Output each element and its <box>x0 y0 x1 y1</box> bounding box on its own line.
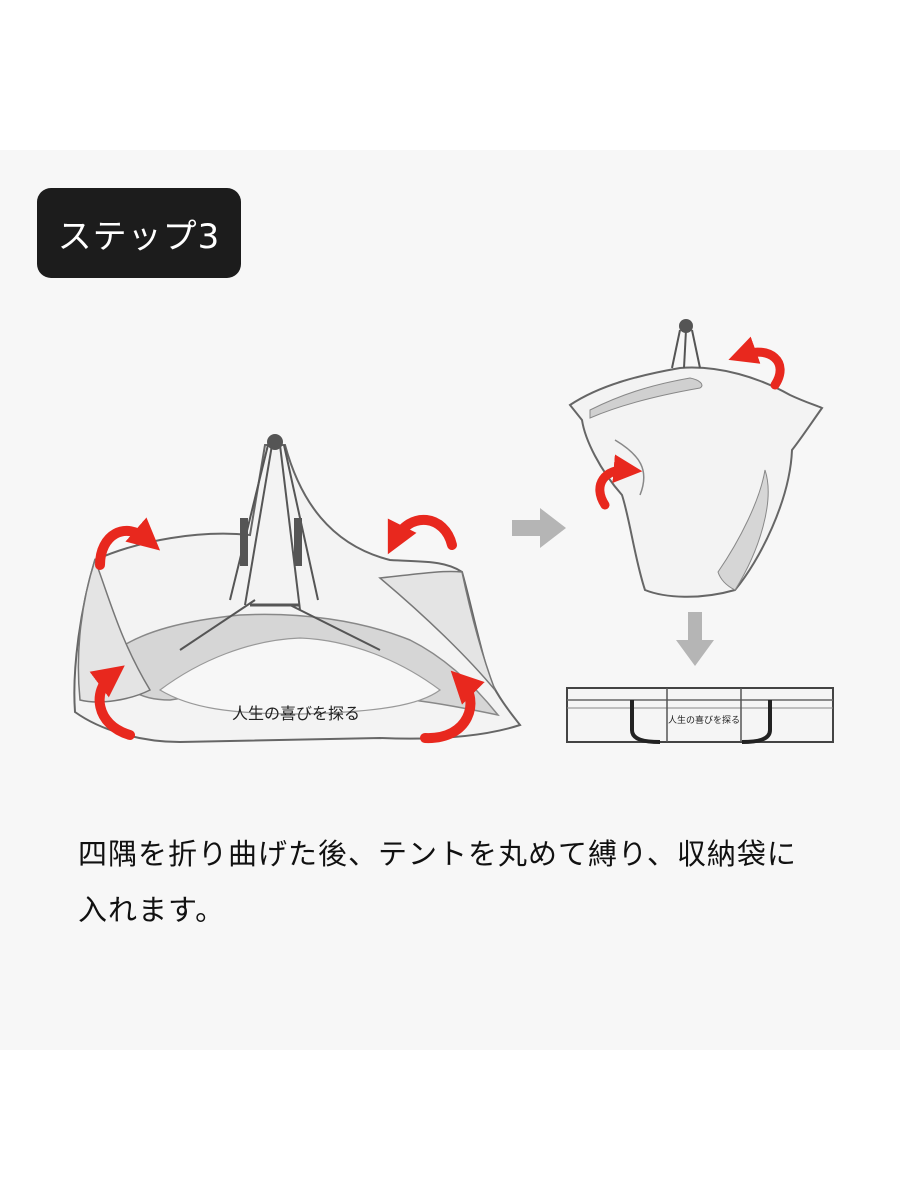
rolled-top-hub <box>679 319 693 333</box>
instruction-caption: 四隅を折り曲げた後、テントを丸めて縛り、収納袋に 入れます。 <box>78 826 858 938</box>
rolled-frame <box>672 330 700 368</box>
flow-arrow-down <box>676 612 714 666</box>
flow-arrow-right <box>512 508 566 548</box>
flat-tent: 人生の喜びを探る <box>74 434 520 742</box>
caption-line-2: 入れます。 <box>78 882 858 938</box>
rolled-tent <box>570 319 822 597</box>
tent-top-hub <box>267 434 283 450</box>
bag-print-text: 人生の喜びを探る <box>668 714 740 726</box>
fold-arrow-top-right <box>395 520 452 545</box>
step-label: ステップ3 <box>58 209 221 258</box>
folding-illustration: 人生の喜びを探る <box>0 300 900 780</box>
bag-body <box>567 688 833 742</box>
caption-line-1: 四隅を折り曲げた後、テントを丸めて縛り、収納袋に <box>78 826 858 882</box>
storage-bag: 人生の喜びを探る <box>567 688 833 742</box>
step-badge: ステップ3 <box>37 188 241 278</box>
tent-print-text: 人生の喜びを探る <box>232 704 360 723</box>
